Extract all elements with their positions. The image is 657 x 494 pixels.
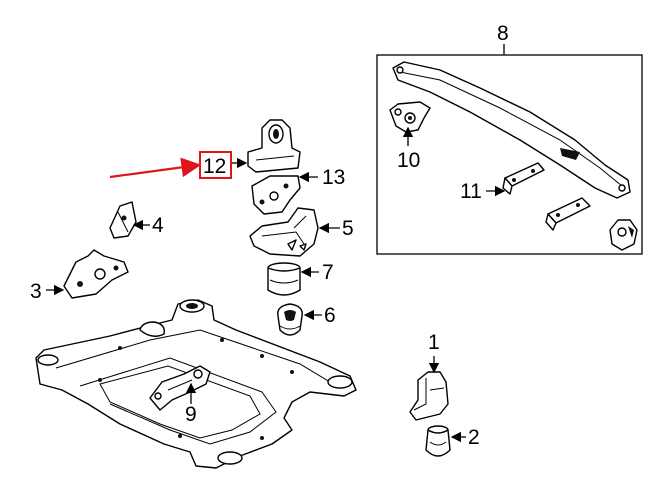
upper-mount-12[interactable] [247,119,301,173]
bracket-9[interactable] [149,365,211,411]
callout-labels: 1 2 3 4 5 6 7 8 9 10 11 12 13 [30,22,509,449]
small-mount-inset[interactable] [609,219,638,251]
callout-5[interactable]: 5 [342,217,354,240]
bracket-10[interactable] [389,101,431,133]
callout-13[interactable]: 13 [322,166,345,189]
mount-1[interactable] [409,371,449,421]
small-bracket-4[interactable] [109,201,137,239]
callout-4[interactable]: 4 [152,214,164,237]
plate-bracket-11b[interactable] [545,197,591,231]
bracket-3[interactable] [63,249,129,299]
leader-lines [46,126,506,443]
bracket-13[interactable] [251,175,301,215]
highlight-box-12[interactable] [199,151,232,179]
rubber-mount-7[interactable] [267,262,301,296]
highlight-pointer [109,151,232,179]
callout-1[interactable]: 1 [428,331,440,354]
plate-bracket-11[interactable] [502,162,545,195]
crossmember-bar[interactable] [392,61,631,199]
callout-8[interactable]: 8 [497,22,509,45]
callout-3[interactable]: 3 [30,280,42,303]
callout-2[interactable]: 2 [468,426,480,449]
callout-12[interactable]: 12 [203,155,226,178]
rubber-mount-6[interactable] [277,303,303,336]
callout-7[interactable]: 7 [322,261,334,284]
callout-11[interactable]: 11 [460,180,482,203]
rubber-mount-2[interactable] [425,425,451,457]
callout-10[interactable]: 10 [397,149,420,172]
callout-6[interactable]: 6 [324,304,336,327]
crossmember-inset-box [376,44,643,255]
mount-bracket-5[interactable] [249,207,319,257]
callout-9[interactable]: 9 [185,403,197,426]
